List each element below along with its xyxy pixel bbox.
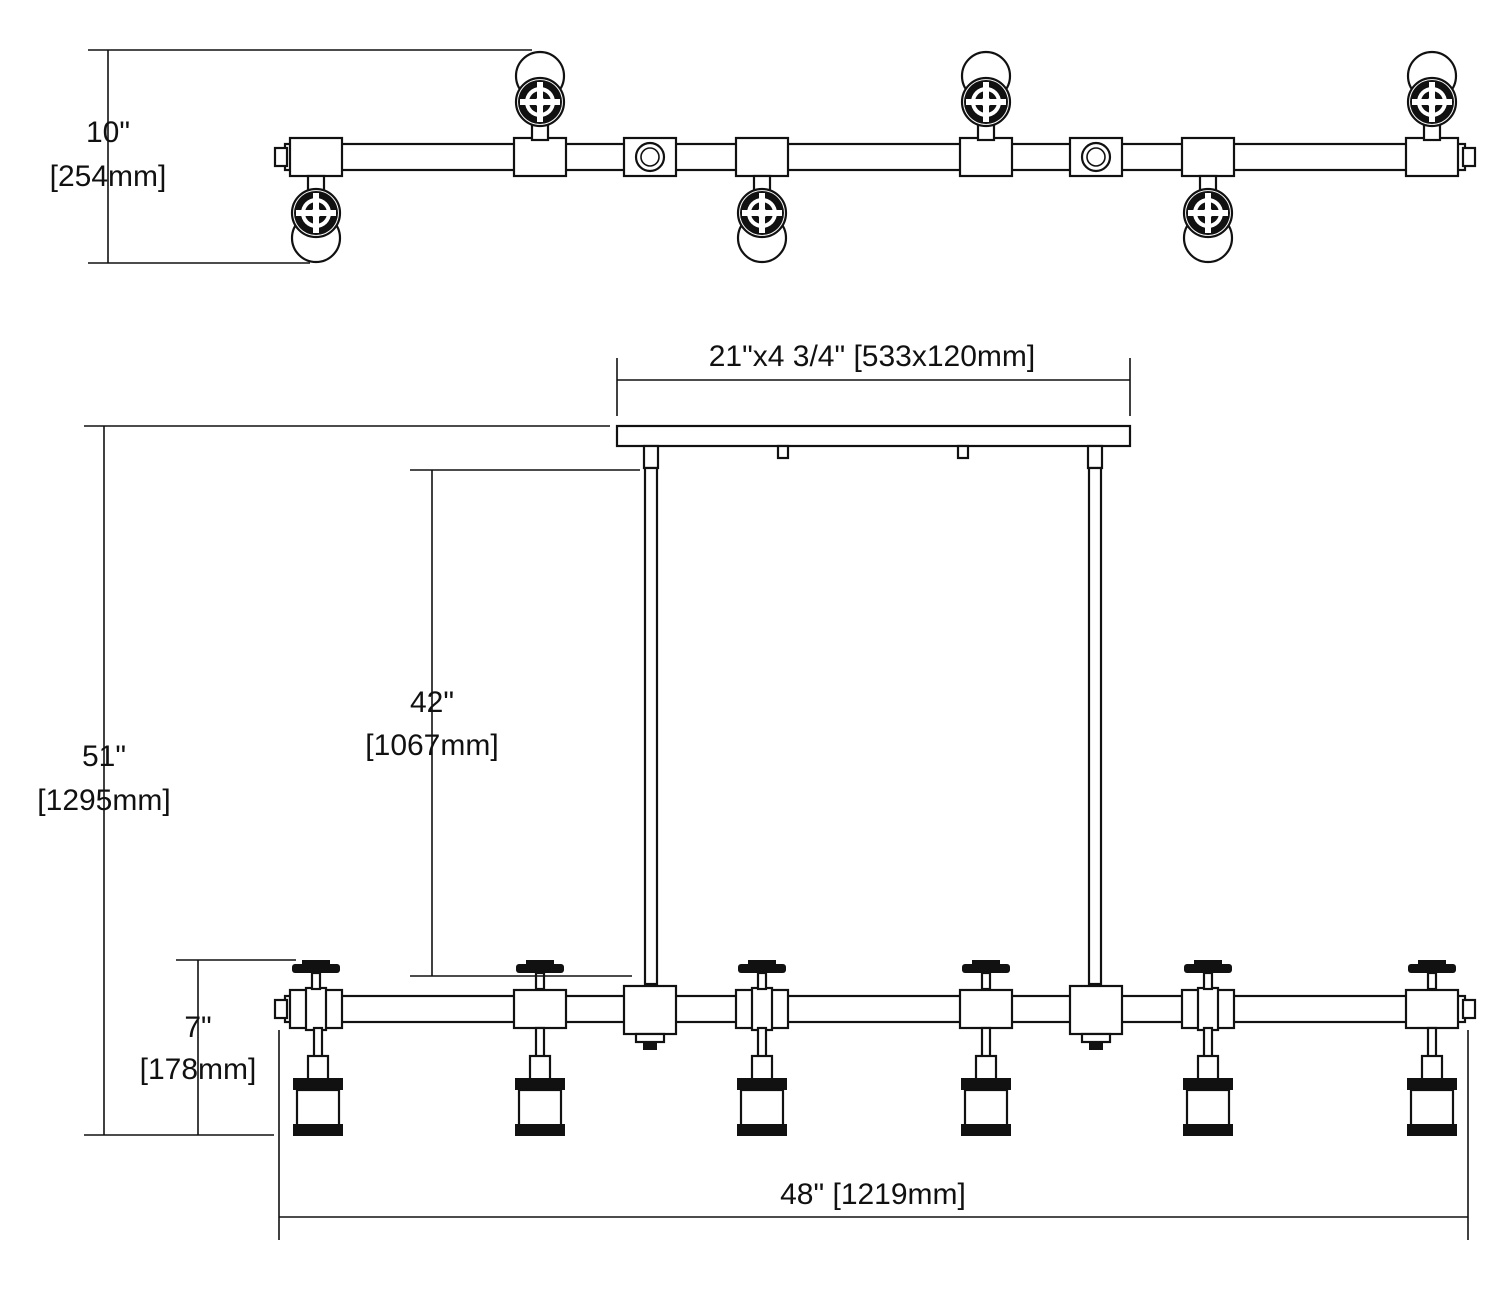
top-view-valve-up [1406,50,1458,142]
light-unit [1404,958,1460,1138]
overall-height-imperial-label: 51" [82,740,126,773]
depth-imperial-label: 10" [86,116,130,149]
top-view-tee-fitting [288,136,344,178]
overall-width-label: 48" [1219mm] [780,1178,966,1211]
top-view-valve-up [960,50,1012,142]
top-view: 10" [254mm] [50,49,1477,264]
overall-width-dimension-line [278,1030,1469,1240]
front-view-end-cap-right [1461,998,1477,1020]
fixture-height-imperial-label: 7" [184,1011,211,1044]
top-view-valve-down [1182,174,1234,264]
light-unit [1180,958,1236,1138]
overall-height-dimension-line [84,425,610,1136]
top-view-tee-fitting [958,136,1014,178]
top-view-tee-fitting [734,136,790,178]
front-view-rod-coupling [1068,984,1124,1050]
top-view-valve-down [736,174,788,264]
top-view-end-cap-right [1461,146,1477,168]
light-unit [288,958,345,1138]
canopy-screw [776,444,790,460]
suspension-rod-left [642,444,660,986]
top-view-valve-up [514,50,566,142]
canopy-dimension-line [616,358,1131,416]
fixture-height-dimension-line [176,959,296,1135]
front-view-end-cap-left [273,998,289,1020]
top-view-tee-fitting [1404,136,1460,178]
front-view-main-pipe [283,994,1467,1024]
rod-length-dimension-line [410,469,640,977]
rod-length-metric-label: [1067mm] [365,729,498,762]
light-unit [734,958,790,1138]
canopy-size-label: 21"x4 3/4" [533x120mm] [709,340,1035,373]
light-unit [958,958,1014,1138]
top-view-tee-fitting [1180,136,1236,178]
rod-length-imperial-label: 42" [410,686,454,719]
overall-height-metric-label: [1295mm] [37,784,170,817]
top-view-valve-down [290,174,342,264]
depth-dimension-line [88,49,532,264]
top-view-cross-fitting [1068,136,1124,178]
top-view-main-pipe [283,142,1467,172]
front-view: 21"x4 3/4" [533x120mm] [37,340,1477,1240]
light-unit [512,958,568,1138]
canopy-screw [956,444,970,460]
top-view-tee-fitting [512,136,568,178]
top-view-end-cap-left [273,146,289,168]
front-view-rod-coupling [622,984,678,1050]
top-view-cross-fitting [622,136,678,178]
canopy [615,424,1132,448]
fixture-height-metric-label: [178mm] [140,1053,257,1086]
suspension-rod-right [1086,444,1104,986]
depth-metric-label: [254mm] [50,160,167,193]
